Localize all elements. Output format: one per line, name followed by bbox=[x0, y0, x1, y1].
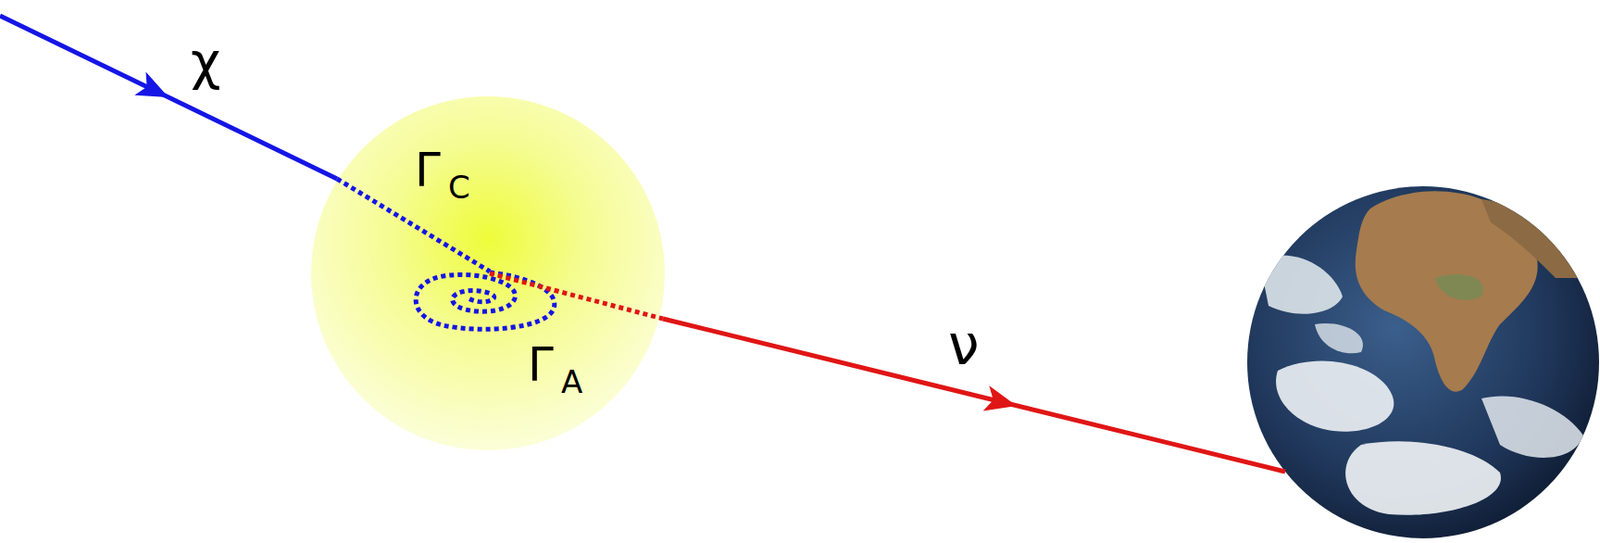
arrowhead bbox=[983, 385, 1021, 418]
rate-symbol: Γ bbox=[414, 146, 441, 193]
rate-subscript: A bbox=[561, 365, 583, 398]
earth bbox=[1247, 186, 1600, 538]
chi-spiral bbox=[415, 272, 555, 329]
rate-subscript: C bbox=[448, 171, 471, 203]
particle-symbol: χ bbox=[190, 35, 221, 88]
rate-symbol: Γ bbox=[527, 340, 554, 388]
particle-symbol: ν bbox=[948, 316, 980, 373]
nu-track-inside bbox=[489, 273, 663, 319]
sun bbox=[311, 96, 665, 450]
arrowhead bbox=[134, 72, 175, 110]
chi-track bbox=[0, 15, 338, 179]
